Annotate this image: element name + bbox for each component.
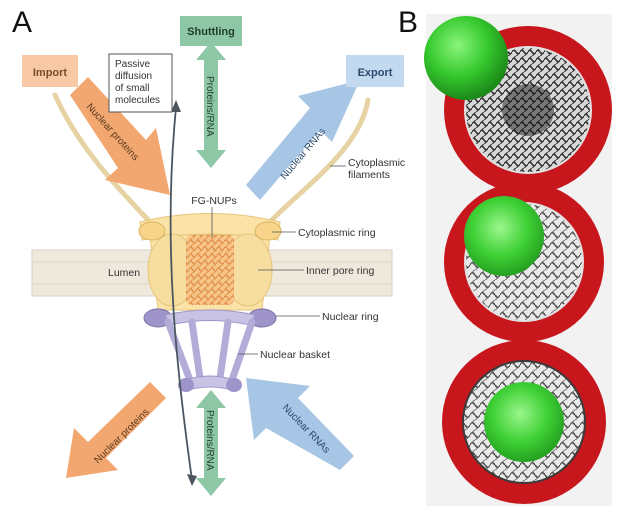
shuttle-arrow-top xyxy=(196,42,226,168)
passive-label-1: Passive xyxy=(115,59,150,70)
passive-diffusion-arrowhead-top xyxy=(171,100,181,112)
passive-label-2: diffusion xyxy=(115,71,152,82)
pore-state-3 xyxy=(442,340,606,504)
cytoplasmic-filaments-label-2: filaments xyxy=(348,169,390,181)
nuclear-envelope xyxy=(31,249,393,297)
panel-label-a: A xyxy=(12,6,33,39)
nuclear-basket-label: Nuclear basket xyxy=(260,349,330,361)
nuclear-pore-complex xyxy=(138,213,282,311)
proteins-rna-top-label: Proteins/RNA xyxy=(204,76,215,137)
import-arrow xyxy=(70,77,170,195)
cargo-sphere-icon xyxy=(464,196,544,276)
shuttling-box xyxy=(180,16,242,46)
passive-diffusion-box xyxy=(108,53,173,113)
nuclear-basket xyxy=(143,308,277,392)
cargo-sphere-icon xyxy=(484,382,564,462)
import-box xyxy=(22,55,78,87)
export-in-arrow xyxy=(246,378,354,470)
import-label: Import xyxy=(33,67,68,79)
cytoplasmic-filament-right xyxy=(267,97,371,225)
fg-nups-label: FG-NUPs xyxy=(191,195,237,207)
passive-label-4: molecules xyxy=(115,95,160,106)
passive-label-3: of small xyxy=(115,83,149,94)
export-box xyxy=(346,55,404,87)
fg-nup-mesh-icon xyxy=(186,235,234,305)
lumen-label: Lumen xyxy=(108,267,140,279)
cytoplasmic-ring-label: Cytoplasmic ring xyxy=(298,227,376,239)
cytoplasmic-filament-left xyxy=(52,92,153,225)
cytoplasmic-filaments-label-1: Cytoplasmic xyxy=(348,157,405,169)
nuclear-ring-label: Nuclear ring xyxy=(322,311,379,323)
passive-diffusion-arrowhead-bottom xyxy=(187,474,197,486)
pore-state-1 xyxy=(424,16,612,194)
leader-lines xyxy=(211,165,346,355)
panel-label-b: B xyxy=(398,6,419,39)
pore-state-2 xyxy=(444,182,604,342)
proteins-rna-bottom-label: Proteins/RNA xyxy=(204,410,215,471)
export-label: Export xyxy=(358,67,393,79)
shuttle-arrow-bottom xyxy=(196,390,226,496)
import-out-arrow xyxy=(66,382,166,478)
inner-pore-ring-label: Inner pore ring xyxy=(306,265,374,277)
shuttling-label: Shuttling xyxy=(187,26,235,38)
export-arrow xyxy=(246,80,360,200)
cargo-sphere-icon xyxy=(424,16,508,100)
passive-diffusion-arrow xyxy=(169,107,193,481)
